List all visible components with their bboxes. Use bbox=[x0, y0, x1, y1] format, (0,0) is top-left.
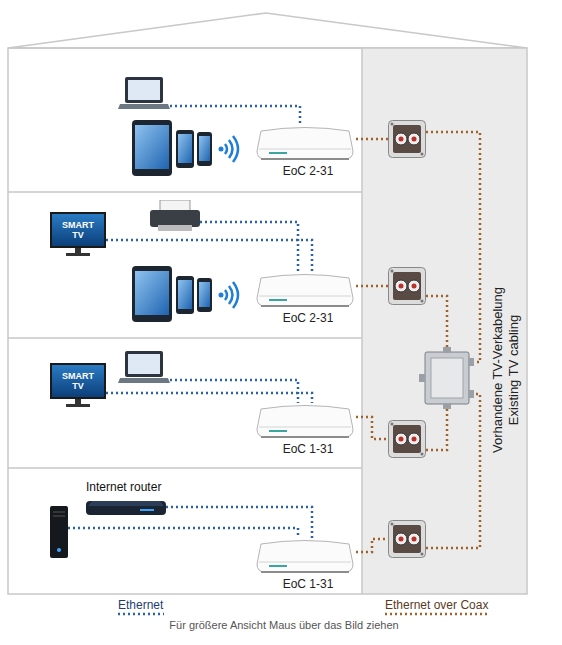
coax-cable bbox=[426, 296, 447, 352]
wifi-symbol bbox=[219, 282, 239, 308]
cabling-note: Vorhandene TV-Verkabelung bbox=[490, 287, 505, 453]
ethernet-cable bbox=[106, 240, 312, 272]
coax-cable bbox=[356, 138, 388, 141]
legend-entry: Ethernet over Coax bbox=[385, 598, 489, 616]
house-wall bbox=[8, 48, 527, 594]
ethernet-cable bbox=[170, 380, 298, 403]
splitter-body bbox=[425, 352, 469, 404]
eoc-adapter: EoC 2-31 bbox=[255, 125, 361, 178]
legend-line-sample bbox=[385, 612, 489, 616]
device-label: EoC 2-31 bbox=[255, 164, 361, 178]
wifi-symbol bbox=[219, 136, 239, 162]
coax-cable bbox=[356, 539, 388, 552]
eoc-device bbox=[257, 541, 353, 573]
tv-socket bbox=[389, 521, 426, 558]
coax-cable bbox=[356, 285, 388, 288]
ethernet-cable bbox=[200, 222, 298, 272]
ethernet-cable bbox=[68, 106, 300, 538]
laptop-icon bbox=[118, 351, 170, 383]
internet-router: Internet router bbox=[86, 480, 166, 516]
tv-stand bbox=[66, 404, 90, 407]
eoc-device bbox=[257, 275, 353, 307]
screen-label: SMART TV bbox=[60, 220, 96, 240]
eoc-adapter: EoC 1-31 bbox=[255, 403, 361, 456]
device-label: EoC 2-31 bbox=[255, 311, 361, 325]
ethernet-cable bbox=[170, 106, 300, 125]
laptop-icon bbox=[118, 77, 170, 109]
printer-icon bbox=[150, 200, 200, 231]
coax-cable bbox=[356, 417, 388, 439]
eoc-device bbox=[257, 128, 353, 160]
f-connector bbox=[468, 358, 474, 366]
coax-cable bbox=[356, 132, 480, 552]
f-connector bbox=[443, 347, 451, 353]
eoc-device bbox=[257, 406, 353, 438]
tv-socket bbox=[389, 421, 426, 458]
device-label: Internet router bbox=[86, 480, 166, 494]
smart-tv-screen: SMART TV bbox=[50, 212, 106, 248]
tv-stand bbox=[66, 253, 90, 256]
ethernet-cable bbox=[106, 393, 312, 403]
splitter-plate bbox=[431, 358, 463, 398]
legend-entry: Ethernet bbox=[118, 598, 164, 616]
legend-text: Ethernet bbox=[118, 598, 164, 612]
f-connector bbox=[443, 403, 451, 409]
smart-tv-screen: SMART TV bbox=[50, 363, 106, 399]
screen-label: SMART TV bbox=[60, 371, 96, 391]
router-icon bbox=[86, 501, 166, 515]
ethernet-cable bbox=[166, 507, 312, 538]
eoc-adapter: EoC 1-31 bbox=[255, 538, 361, 591]
tablet-icon bbox=[132, 120, 212, 176]
pc-tower bbox=[50, 506, 68, 558]
tv-stand bbox=[75, 248, 81, 253]
coax-splitter bbox=[419, 347, 474, 409]
legend-line-sample bbox=[118, 612, 164, 616]
tv-socket bbox=[389, 121, 426, 158]
floor-line bbox=[8, 48, 362, 594]
f-connector bbox=[468, 390, 474, 398]
tablet-icon bbox=[132, 266, 212, 322]
cable-riser bbox=[362, 48, 527, 594]
device-label: EoC 1-31 bbox=[255, 442, 361, 456]
legend-text: Ethernet over Coax bbox=[385, 598, 489, 612]
ethernet-cable bbox=[68, 528, 298, 538]
f-connector bbox=[419, 374, 425, 382]
tv-stand bbox=[75, 399, 81, 404]
coax-cable bbox=[426, 394, 480, 548]
tv-socket bbox=[389, 268, 426, 305]
cabling-note: Existing TV cabling bbox=[506, 315, 521, 425]
caption: Für größere Ansicht Maus über das Bild z… bbox=[169, 619, 398, 632]
legend-line-sample bbox=[385, 613, 489, 616]
roof bbox=[8, 13, 527, 48]
device-label: EoC 1-31 bbox=[255, 577, 361, 591]
coax-cable bbox=[426, 132, 480, 362]
coax-cable bbox=[426, 404, 447, 450]
legend-line-sample bbox=[118, 613, 164, 616]
eoc-adapter: EoC 2-31 bbox=[255, 272, 361, 325]
